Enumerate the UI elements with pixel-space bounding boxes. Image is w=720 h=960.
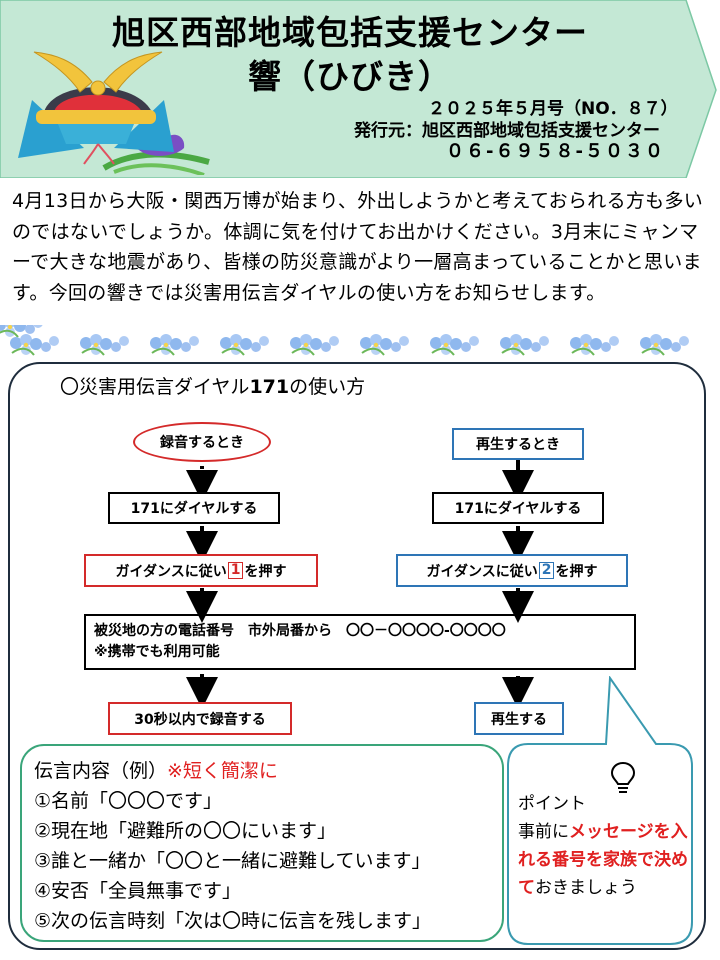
kabuto-helmet-illustration (18, 51, 210, 175)
flower-border-decoration (0, 325, 690, 356)
play-key-number: 2 (538, 562, 555, 579)
message-item: ④安否「全員無事です」 (34, 880, 242, 902)
record-key-number: 1 (227, 562, 244, 579)
point-label: ポイント (518, 794, 586, 814)
phone-number-box: 被災地の方の電話番号 市外局番から 〇〇－〇〇〇〇-〇〇〇〇 ※携帯でも利用可能 (84, 614, 636, 670)
message-item: ①名前「〇〇〇です」 (34, 790, 223, 812)
message-examples-box: 伝言内容（例）※短く簡潔に ①名前「〇〇〇です」 ②現在地「避難所の〇〇にいます… (20, 744, 504, 942)
message-heading: 伝言内容（例）※短く簡潔に (34, 760, 278, 782)
newsletter-subtitle: 響（ひびき） (248, 57, 452, 96)
guide-section-box (8, 362, 706, 950)
message-item: ③誰と一緒か「〇〇と一緒に避難しています」 (34, 850, 431, 872)
message-item: ②現在地「避難所の〇〇にいます」 (34, 820, 337, 842)
point-text: ポイント 事前にメッセージを入れる番号を家族で決めておきましょう (518, 790, 694, 902)
guide-title: 〇災害用伝言ダイヤル171の使い方 (60, 376, 366, 398)
lightbulb-icon (610, 761, 636, 793)
record-start-oval: 録音するとき (133, 422, 271, 462)
issue-number: ２０２５年５月号（NO．８７） (428, 99, 678, 119)
intro-paragraph: 4月13日から大阪・関西万博が始まり、外出しようかと考えておられる方も多いのでは… (12, 190, 704, 304)
play-dial-box: 171にダイヤルする (432, 492, 604, 524)
record-dial-box: 171にダイヤルする (108, 492, 280, 524)
header-banner (0, 0, 717, 178)
publisher: 発行元：旭区西部地域包括支援センター (354, 121, 660, 141)
point-speech-bubble (507, 676, 693, 945)
record-final-box: 30秒以内で録音する (108, 702, 292, 735)
newsletter-title: 旭区西部地域包括支援センター (112, 13, 588, 52)
phone-instruction: 被災地の方の電話番号 市外局番から 〇〇－〇〇〇〇-〇〇〇〇 (94, 623, 506, 639)
play-start-box: 再生するとき (452, 428, 584, 460)
play-final-box: 再生する (474, 702, 564, 735)
phone-number: ０６-６９５８-５０３０ (446, 141, 665, 162)
message-item: ⑤次の伝言時刻「次は〇時に伝言を残します」 (34, 910, 432, 932)
mobile-note: ※携帯でも利用可能 (94, 644, 220, 660)
